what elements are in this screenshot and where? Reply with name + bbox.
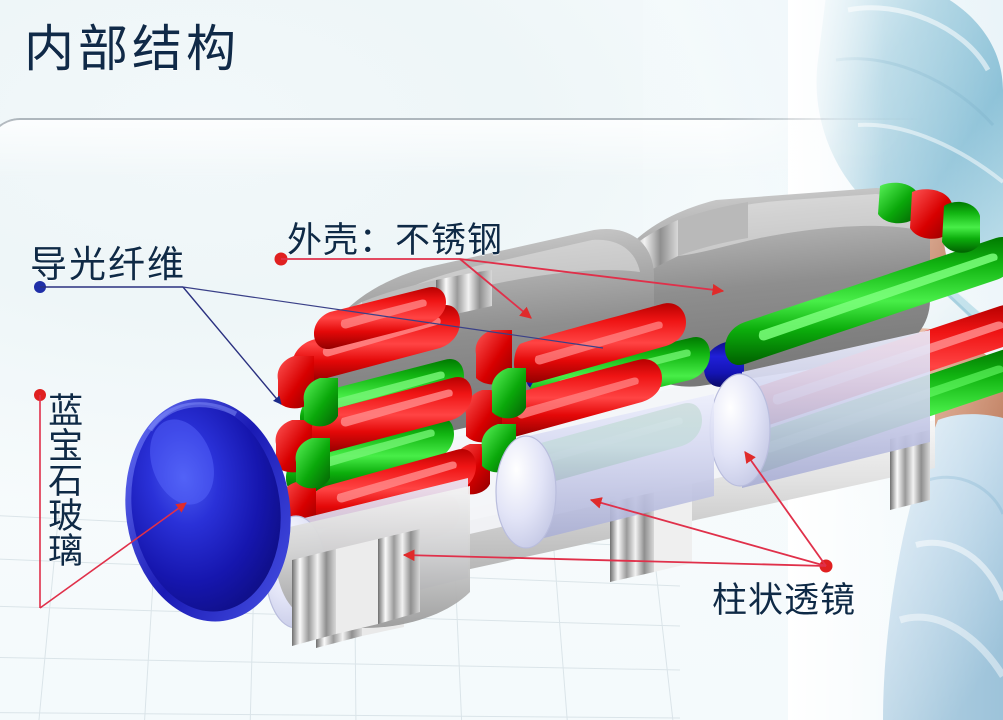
shell-segment-right <box>598 188 930 387</box>
label-sapphire: 蓝宝石玻璃 <box>43 392 83 567</box>
label-shell: 外壳：不锈钢 <box>287 221 504 260</box>
label-fiber: 导光纤维 <box>30 245 186 286</box>
label-lens: 柱状透镜 <box>712 581 857 620</box>
page-title: 内部结构 <box>24 21 240 77</box>
